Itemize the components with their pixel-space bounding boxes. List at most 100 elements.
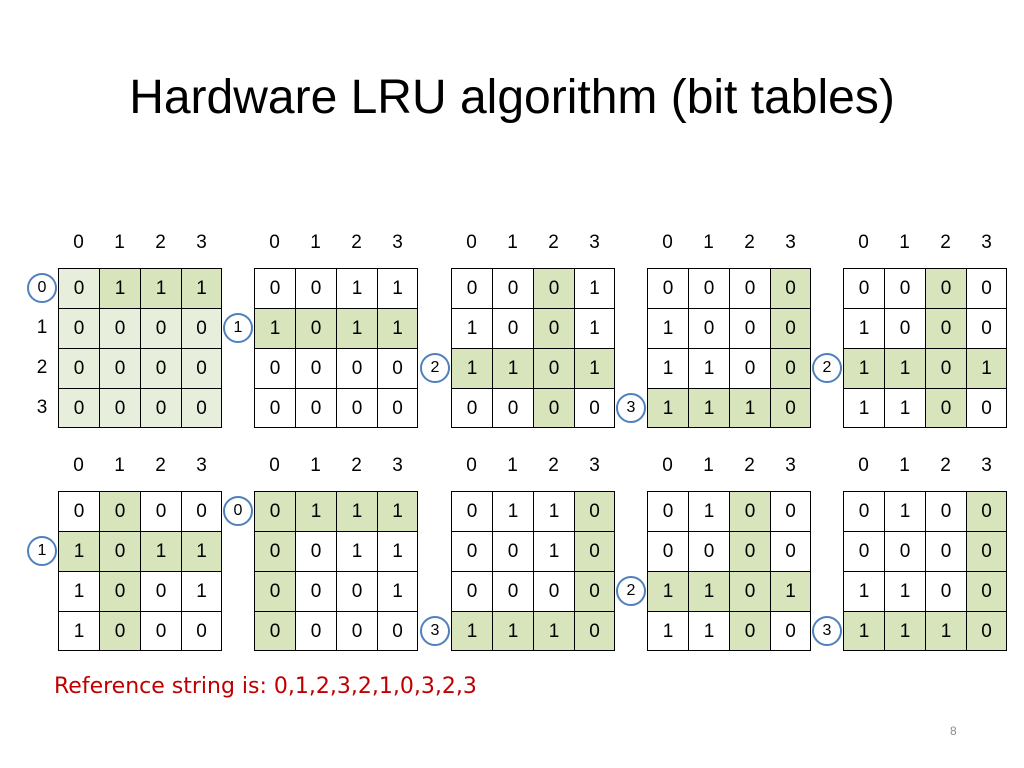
bit-cell: 0 — [140, 388, 181, 428]
bit-cell: 0 — [492, 531, 533, 571]
bit-cell: 0 — [181, 491, 222, 531]
bit-cell: 0 — [254, 531, 295, 571]
bit-cell: 0 — [729, 308, 770, 348]
column-header: 3 — [981, 232, 992, 253]
column-header: 3 — [785, 455, 796, 476]
column-header: 0 — [269, 455, 280, 476]
bit-cell: 0 — [451, 388, 492, 428]
bit-cell: 0 — [336, 571, 377, 611]
bit-cell: 0 — [688, 268, 729, 308]
bit-cell: 0 — [58, 348, 99, 388]
bit-cell: 0 — [966, 268, 1007, 308]
bit-cell: 0 — [492, 571, 533, 611]
column-header: 2 — [744, 455, 755, 476]
column-header: 0 — [466, 232, 477, 253]
column-header: 1 — [310, 455, 321, 476]
bit-cell: 1 — [688, 491, 729, 531]
bit-cell: 0 — [58, 388, 99, 428]
bit-cell: 0 — [925, 308, 966, 348]
bit-cell: 1 — [140, 268, 181, 308]
bit-cell: 0 — [492, 308, 533, 348]
column-header: 2 — [548, 232, 559, 253]
column-header: 3 — [589, 455, 600, 476]
bit-cell: 1 — [58, 611, 99, 651]
referenced-page-marker: 0 — [223, 496, 253, 526]
bit-cell: 0 — [533, 308, 574, 348]
bit-cell: 1 — [254, 308, 295, 348]
column-header: 0 — [662, 455, 673, 476]
bit-cell: 0 — [770, 268, 811, 308]
bit-cell: 0 — [574, 388, 615, 428]
referenced-page-marker: 2 — [420, 353, 450, 383]
bit-cell: 1 — [884, 571, 925, 611]
slide-title: Hardware LRU algorithm (bit tables) — [129, 71, 895, 124]
bit-cell: 0 — [140, 348, 181, 388]
bit-cell: 1 — [647, 308, 688, 348]
bit-cell: 0 — [843, 491, 884, 531]
bit-cell: 1 — [295, 491, 336, 531]
bit-cell: 0 — [533, 571, 574, 611]
bit-cell: 0 — [533, 348, 574, 388]
bit-cell: 1 — [377, 491, 418, 531]
bit-cell: 1 — [647, 571, 688, 611]
bit-cell: 0 — [377, 348, 418, 388]
bit-cell: 0 — [966, 491, 1007, 531]
bit-cell: 1 — [647, 348, 688, 388]
bit-cell: 1 — [140, 531, 181, 571]
bit-cell: 0 — [574, 571, 615, 611]
bit-cell: 0 — [574, 611, 615, 651]
bit-cell: 0 — [729, 571, 770, 611]
column-header: 0 — [269, 232, 280, 253]
bit-cell: 0 — [729, 491, 770, 531]
row-label: 3 — [36, 397, 48, 418]
bit-cell: 1 — [843, 611, 884, 651]
column-header: 3 — [196, 232, 207, 253]
referenced-page-marker: 2 — [812, 353, 842, 383]
bit-cell: 0 — [884, 531, 925, 571]
bit-cell: 1 — [492, 348, 533, 388]
column-header: 3 — [785, 232, 796, 253]
bit-cell: 0 — [688, 308, 729, 348]
bit-cell: 0 — [770, 531, 811, 571]
bit-cell: 0 — [336, 348, 377, 388]
bit-cell: 0 — [295, 348, 336, 388]
bit-cell: 1 — [451, 348, 492, 388]
column-header: 1 — [507, 455, 518, 476]
bit-cell: 1 — [58, 571, 99, 611]
column-header: 3 — [981, 455, 992, 476]
bit-cell: 0 — [99, 491, 140, 531]
bit-cell: 1 — [58, 531, 99, 571]
bit-cell: 0 — [99, 611, 140, 651]
column-header: 0 — [662, 232, 673, 253]
column-header: 2 — [940, 232, 951, 253]
reference-string: Reference string is: 0,1,2,3,2,1,0,3,2,3 — [54, 674, 477, 699]
bit-cell: 1 — [181, 571, 222, 611]
bit-cell: 0 — [729, 611, 770, 651]
bit-cell: 0 — [966, 571, 1007, 611]
bit-cell: 1 — [884, 388, 925, 428]
bit-cell: 0 — [533, 388, 574, 428]
column-header: 3 — [196, 455, 207, 476]
column-header: 0 — [73, 232, 84, 253]
bit-cell: 0 — [966, 611, 1007, 651]
bit-cell: 1 — [843, 571, 884, 611]
slide-number: 8 — [950, 724, 957, 738]
bit-cell: 0 — [254, 611, 295, 651]
bit-cell: 1 — [884, 491, 925, 531]
bit-cell: 0 — [966, 531, 1007, 571]
bit-cell: 0 — [451, 571, 492, 611]
bit-cell: 1 — [99, 268, 140, 308]
column-header: 1 — [114, 232, 125, 253]
bit-cell: 1 — [729, 388, 770, 428]
column-header: 2 — [351, 455, 362, 476]
bit-cell: 0 — [377, 611, 418, 651]
bit-cell: 0 — [58, 268, 99, 308]
column-header: 0 — [858, 232, 869, 253]
bit-cell: 0 — [140, 571, 181, 611]
bit-cell: 1 — [492, 611, 533, 651]
bit-cell: 1 — [533, 611, 574, 651]
referenced-page-marker: 2 — [616, 576, 646, 606]
bit-cell: 0 — [925, 388, 966, 428]
bit-cell: 1 — [451, 611, 492, 651]
bit-cell: 0 — [574, 491, 615, 531]
